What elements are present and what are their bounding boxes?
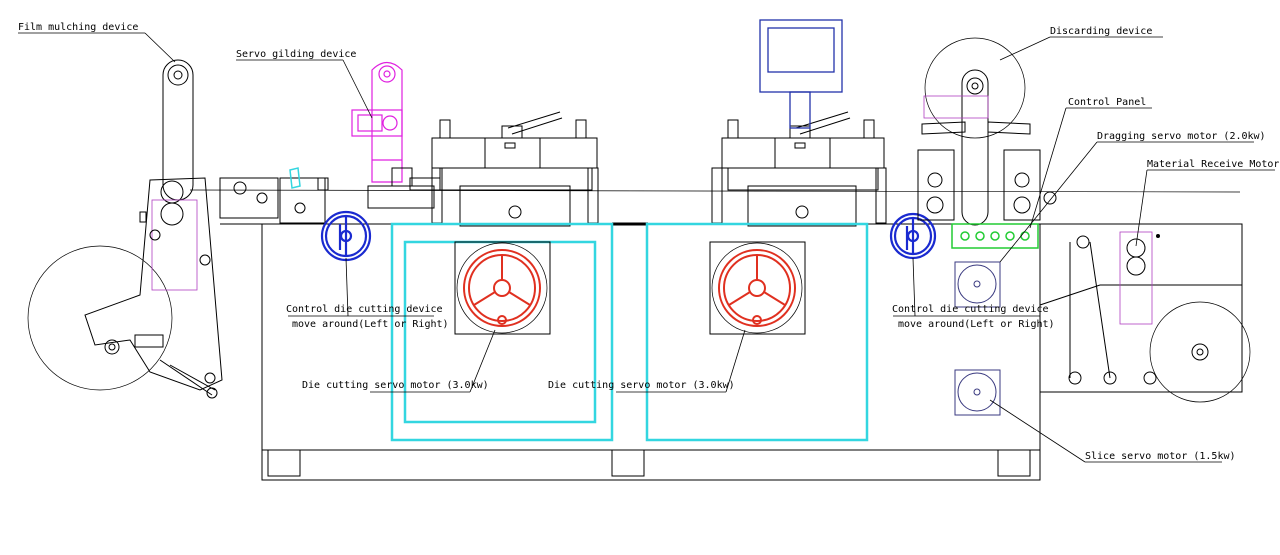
label-discarding: Discarding device [1050,26,1152,37]
touch-monitor [759,19,843,129]
left-die-press [431,111,599,227]
label-control-die-right-1: Control die cutting device [892,304,1049,315]
label-servo-gilding: Servo gilding device [236,49,356,60]
gilding-base [367,185,435,209]
label-control-panel: Control Panel [1068,97,1146,108]
right-die-press [711,111,887,227]
dragging-servo-motor [954,261,1001,308]
base-frame [220,223,1041,481]
label-control-die-left-2: move around(Left or Right) [292,319,449,330]
cyan-die-frames [390,222,869,442]
left-die-servo-motor [454,241,551,335]
right-die-servo-motor [709,241,806,335]
film-web-line [189,189,1241,193]
label-control-die-left-1: Control die cutting device [286,304,443,315]
material-receive-section [1039,191,1251,403]
leader-lines [18,32,1275,463]
slice-servo-motor [954,369,1001,416]
label-film-mulching: Film mulching device [18,22,138,33]
cyan-sensor [289,167,301,189]
left-blue-handwheel [320,210,372,262]
right-blue-handwheel [889,212,937,260]
label-slice-motor: Slice servo motor (1.5kw) [1085,451,1236,462]
label-control-die-right-2: move around(Left or Right) [898,319,1055,330]
label-material-receive: Material Receive Motor [1147,159,1279,170]
label-die-motor-right: Die cutting servo motor (3.0kw) [548,380,735,391]
label-die-motor-left: Die cutting servo motor (3.0kw) [302,380,489,391]
label-dragging-motor: Dragging servo motor (2.0kw) [1097,131,1266,142]
control-panel [951,223,1039,249]
discarding-device [917,37,1041,226]
film-mulching-device [27,59,329,399]
servo-gilding-device [351,61,403,183]
